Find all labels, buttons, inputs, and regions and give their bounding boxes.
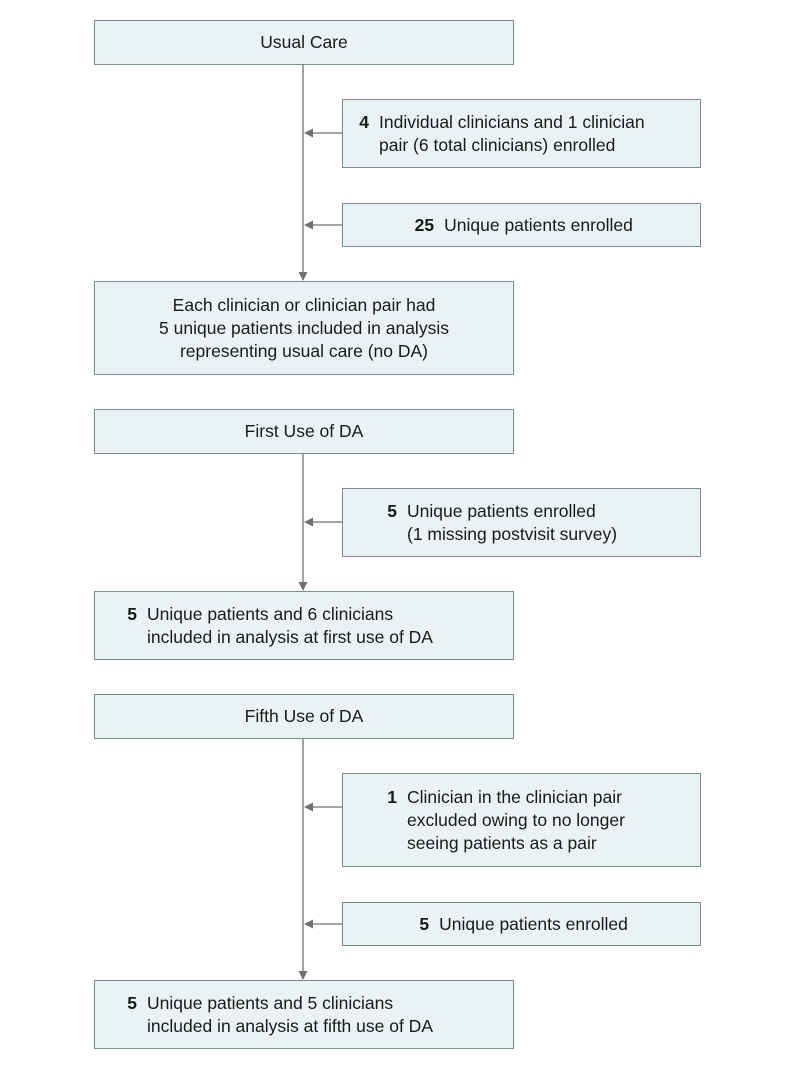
fifth-use-header: Fifth Use of DA bbox=[94, 694, 514, 739]
fifth-use-patients-box: 5 Unique patients enrolled bbox=[342, 902, 701, 946]
fifth-use-title: Fifth Use of DA bbox=[244, 706, 364, 726]
fifth-use-excluded-box: 1 Clinician in the clinician pair exclud… bbox=[342, 773, 701, 867]
text-line: seeing patients as a pair bbox=[407, 832, 597, 853]
first-use-header: First Use of DA bbox=[94, 409, 514, 454]
text-line: (1 missing postvisit survey) bbox=[407, 523, 618, 544]
count: 5 bbox=[419, 913, 430, 934]
text-line: Unique patients enrolled bbox=[444, 214, 633, 235]
text-line: representing usual care (no DA) bbox=[179, 340, 429, 361]
first-use-analysis-box: 5 Unique patients and 6 clinicians inclu… bbox=[94, 591, 514, 660]
text-line: Unique patients and 5 clinicians bbox=[147, 992, 394, 1013]
text-line: included in analysis at fifth use of DA bbox=[147, 1015, 433, 1036]
count: 1 bbox=[387, 786, 397, 807]
count: 4 bbox=[359, 111, 369, 132]
usual-care-clinicians-box: 4 Individual clinicians and 1 clinician … bbox=[342, 99, 701, 168]
text-line: included in analysis at first use of DA bbox=[147, 626, 433, 647]
first-use-patients-box: 5 Unique patients enrolled (1 missing po… bbox=[342, 488, 701, 557]
count: 5 bbox=[127, 992, 137, 1013]
fifth-use-analysis-box: 5 Unique patients and 5 clinicians inclu… bbox=[94, 980, 514, 1049]
text-line: Unique patients enrolled bbox=[439, 913, 628, 934]
count: 5 bbox=[387, 500, 397, 521]
text-line: Unique patients enrolled bbox=[407, 500, 596, 521]
text-line: 5 unique patients included in analysis bbox=[159, 317, 449, 338]
text-line: Clinician in the clinician pair bbox=[407, 786, 622, 807]
first-use-title: First Use of DA bbox=[244, 421, 364, 441]
text-line: excluded owing to no longer bbox=[407, 809, 625, 830]
text-line: Unique patients and 6 clinicians bbox=[147, 603, 394, 624]
count: 25 bbox=[414, 214, 435, 235]
usual-care-header: Usual Care bbox=[94, 20, 514, 65]
text-line: Each clinician or clinician pair had bbox=[172, 294, 436, 315]
text-line: Individual clinicians and 1 clinician bbox=[379, 111, 645, 132]
usual-care-title: Usual Care bbox=[260, 32, 348, 52]
count: 5 bbox=[127, 603, 137, 624]
usual-care-patients-box: 25 Unique patients enrolled bbox=[342, 203, 701, 247]
usual-care-analysis-box: Each clinician or clinician pair had 5 u… bbox=[94, 281, 514, 375]
text-line: pair (6 total clinicians) enrolled bbox=[379, 134, 616, 155]
